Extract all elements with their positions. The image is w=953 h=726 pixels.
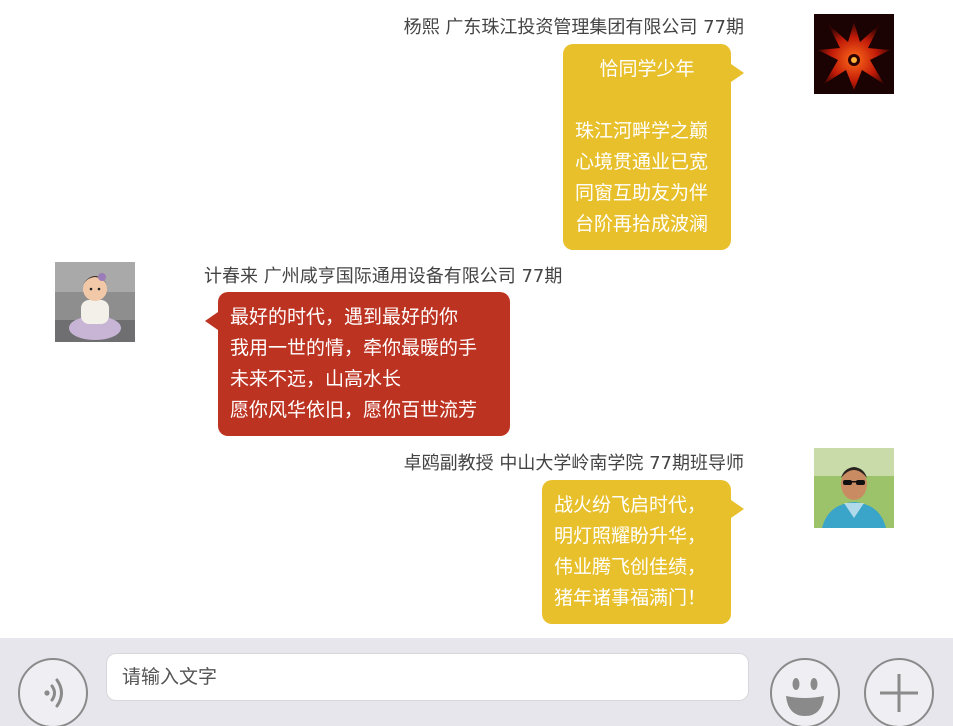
sender-name: 杨熙 广东珠江投资管理集团有限公司 77期 (403, 17, 744, 38)
input-bar (0, 638, 953, 726)
message-line: 我用一世的情，牵你最暖的手 (230, 337, 478, 359)
message-line: 猪年诸事福满门！ (554, 587, 707, 609)
message-line: 伟业腾飞创佳绩， (554, 556, 707, 578)
message-bubble[interactable]: 恰同学少年 珠江河畔学之巅 心境贯通业已宽 同窗互助友为伴 台阶再拾成波澜 (563, 44, 731, 250)
man-sunglasses-avatar[interactable] (814, 448, 894, 528)
message-line: 心境贯通业已宽 (575, 151, 709, 173)
plus-icon (880, 674, 918, 712)
message-input[interactable] (106, 653, 749, 701)
message-line: 同窗互助友为伴 (575, 182, 709, 204)
red-figure-avatar[interactable] (814, 14, 894, 94)
message-line: 最好的时代，遇到最好的你 (230, 306, 459, 328)
bubble-tail (731, 500, 744, 518)
bubble-tail (205, 312, 218, 330)
message-bubble[interactable]: 战火纷飞启时代， 明灯照耀盼升华， 伟业腾飞创佳绩， 猪年诸事福满门！ (542, 480, 731, 624)
message-line: 明灯照耀盼升华， (554, 525, 707, 547)
message-line: 台阶再拾成波澜 (575, 213, 709, 235)
emoji-button[interactable] (770, 658, 840, 726)
sender-name: 卓鸥副教授 中山大学岭南学院 77期班导师 (403, 453, 744, 474)
message-line: 恰同学少年 (599, 58, 695, 80)
baby-photo-avatar[interactable] (55, 262, 135, 342)
bubble-tail (731, 64, 744, 82)
smiley-icon (786, 678, 824, 716)
sender-name: 计春来 广州咸亨国际通用设备有限公司 77期 (204, 266, 563, 287)
voice-button[interactable] (18, 658, 88, 726)
message-line (575, 85, 719, 116)
voice-icon (44, 678, 63, 708)
message-line: 战火纷飞启时代， (554, 494, 707, 516)
message-bubble[interactable]: 最好的时代，遇到最好的你 我用一世的情，牵你最暖的手 未来不远，山高水长 愿你风… (218, 292, 510, 436)
message-line: 未来不远，山高水长 (230, 368, 402, 390)
message-line: 愿你风华依旧，愿你百世流芳 (230, 399, 478, 421)
plus-button[interactable] (864, 658, 934, 726)
message-line: 珠江河畔学之巅 (575, 120, 709, 142)
